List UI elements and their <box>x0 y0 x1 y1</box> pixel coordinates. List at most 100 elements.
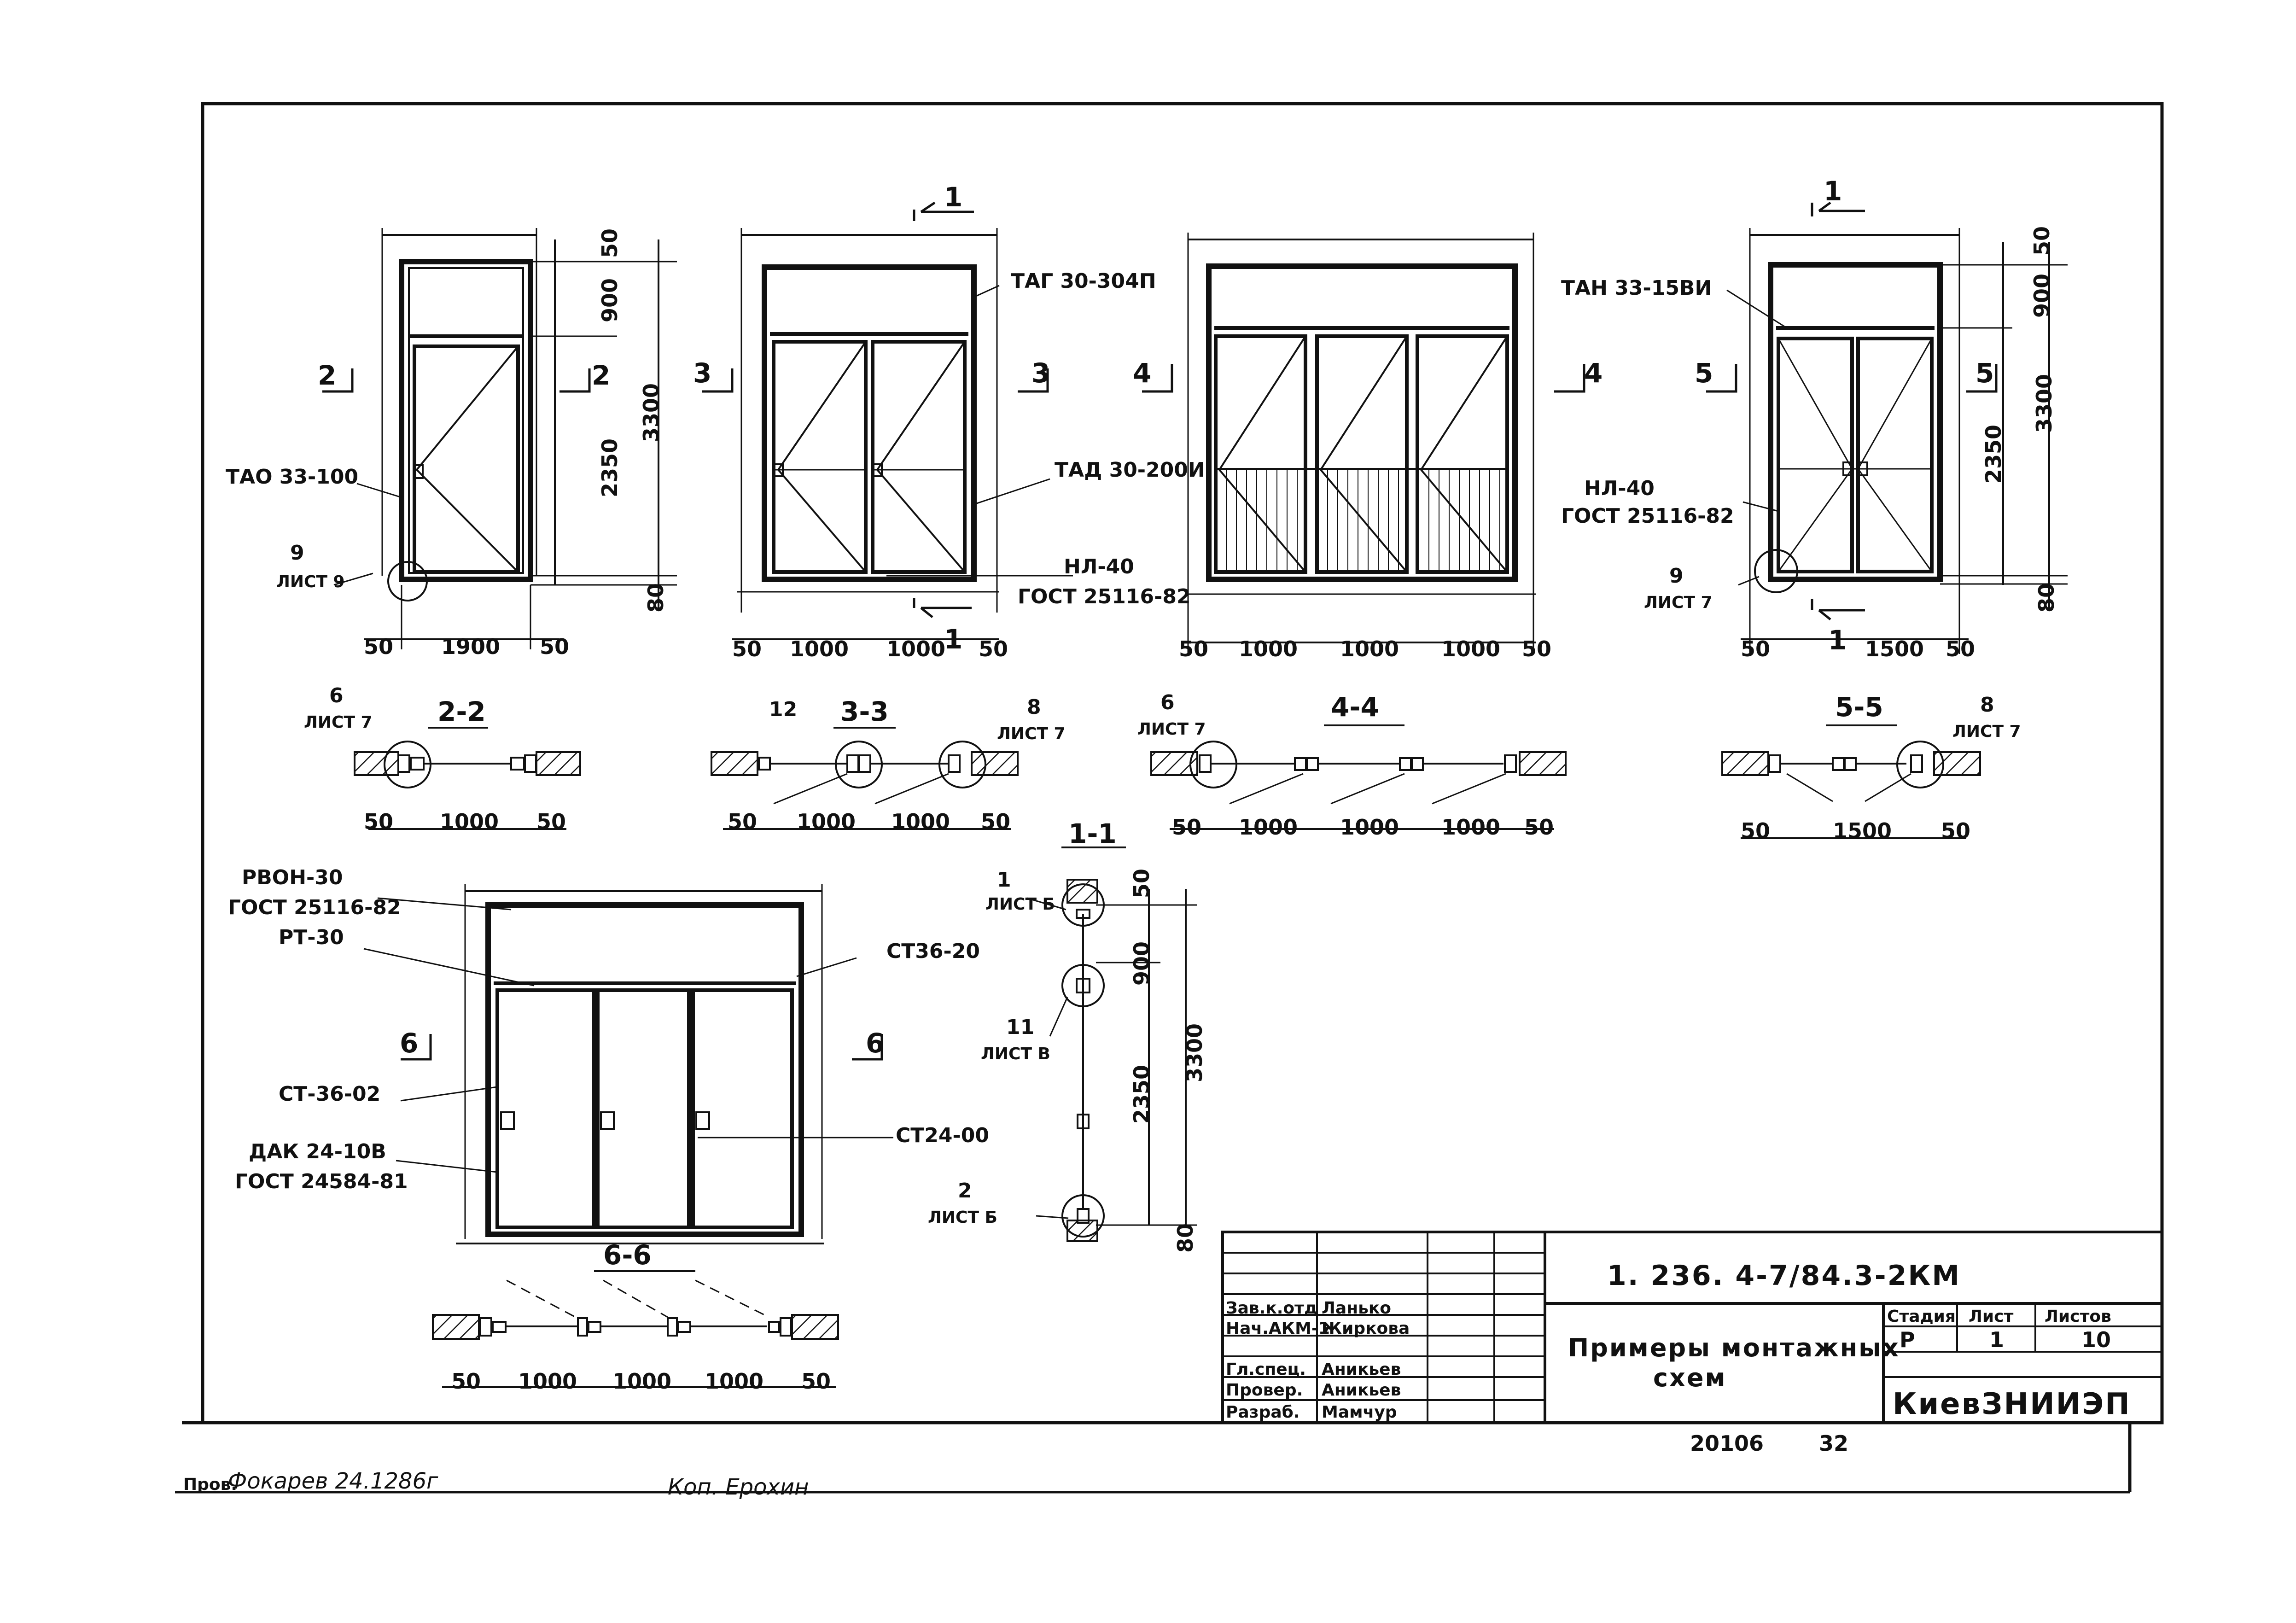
section-4-4-callout-num: 6 <box>1160 691 1175 714</box>
section-3-3-callout-8-sheet: ЛИСТ 7 <box>997 724 1066 743</box>
section-3-3-title: 3-3 <box>840 696 889 727</box>
elev4-dim-1: 1500 <box>1865 636 1924 661</box>
section-6-6-title: 6-6 <box>603 1239 652 1271</box>
elevation-2 <box>702 201 1073 640</box>
elev2-dim-1: 1000 <box>790 636 849 661</box>
elev6-label-st24-00: СТ24-00 <box>896 1124 989 1147</box>
elev6-label-rvon: РВОН-30 <box>242 866 343 889</box>
section-1-1-callout-1-num: 1 <box>997 868 1011 892</box>
stamp-row-1-role: Нач.АКМ-1 <box>1226 1319 1330 1338</box>
stamp-sheets-value: 10 <box>2081 1327 2111 1352</box>
section-2-2-title: 2-2 <box>437 696 486 727</box>
elev1-section-mark-right: 2 <box>592 360 610 391</box>
elev4-label-nl: НЛ-40 <box>1584 477 1655 500</box>
section-1-1 <box>1026 847 1197 1242</box>
elev6-label-st36-20: СТ36-20 <box>886 940 980 963</box>
elev1-callout-sheet: ЛИСТ 9 <box>276 572 345 591</box>
stamp-drawing-code: 1. 236. 4-7/84.3-2КМ <box>1607 1260 1961 1292</box>
section-1-1-dim-50: 50 <box>1129 869 1154 898</box>
stamp-row-1-name: Жиркова <box>1322 1319 1410 1338</box>
elev2-section-mark-left: 3 <box>693 357 711 389</box>
stamp-sheet-header: Лист <box>1969 1307 2013 1326</box>
elev3-dim-4: 50 <box>1522 636 1551 661</box>
elev4-dim-top-50: 50 <box>2029 226 2054 256</box>
section-1-1-callout-11-num: 11 <box>1006 1016 1034 1039</box>
stamp-row-3-name: Аникьев <box>1322 1360 1401 1379</box>
section-2-2-callout-num: 6 <box>329 684 344 707</box>
elev1-dim-80: 80 <box>643 583 668 613</box>
stamp-row-0-role: Зав.к.отд <box>1226 1299 1317 1318</box>
section-4-4 <box>1150 724 1567 830</box>
elev6-label-dak-gost: ГОСТ 24584-81 <box>235 1170 408 1193</box>
elev4-cut-mark-bottom: 1 <box>1828 625 1847 656</box>
section-6-6-dim-3: 1000 <box>705 1369 763 1394</box>
stamp-title-line2: схем <box>1653 1363 1727 1392</box>
archive-page: 32 <box>1819 1431 1848 1456</box>
stamp-row-4-role: Провер. <box>1226 1381 1303 1400</box>
elev4-cut-mark-top: 1 <box>1824 175 1842 207</box>
stamp-sheets-header: Листов <box>2045 1307 2111 1326</box>
stamp-row-0-name: Ланько <box>1322 1299 1391 1318</box>
section-5-5-callout-sheet: ЛИСТ 7 <box>1952 722 2021 741</box>
elev2-section-mark-right: 3 <box>1031 357 1050 389</box>
section-3-3-callout-8-num: 8 <box>1027 695 1041 719</box>
elevation-4 <box>1706 201 2068 654</box>
title-block <box>1221 1231 2163 1424</box>
elev6-section-mark-left: 6 <box>400 1028 418 1059</box>
elev1-dim-900: 900 <box>597 278 622 322</box>
elev4-section-mark-left: 5 <box>1695 357 1713 389</box>
section-4-4-dim-2: 1000 <box>1340 815 1399 840</box>
footer-check-label: Пров. <box>183 1475 237 1494</box>
elev1-dim-width: 1900 <box>441 634 500 659</box>
stamp-row-5-role: Разраб. <box>1226 1403 1300 1422</box>
section-2-2-dim-0: 50 <box>364 809 393 834</box>
section-4-4-dim-4: 50 <box>1524 815 1554 840</box>
elev1-dim-3300: 3300 <box>639 383 664 442</box>
elevation-3 <box>1142 233 1585 654</box>
section-1-1-dim-80: 80 <box>1173 1223 1198 1253</box>
stamp-stage-value: Р <box>1900 1327 1915 1352</box>
elev3-section-mark-left: 4 <box>1133 357 1151 389</box>
section-4-4-dim-1: 1000 <box>1239 815 1298 840</box>
section-1-1-callout-11-sheet: ЛИСТ В <box>981 1045 1050 1063</box>
elev2-cut-mark-top: 1 <box>944 181 962 213</box>
section-5-5-callout-num: 8 <box>1980 693 1994 717</box>
elev6-label-rvon-gost: ГОСТ 25116-82 <box>228 896 401 919</box>
elev3-dim-0: 50 <box>1179 636 1208 661</box>
section-6-6-dim-4: 50 <box>801 1369 831 1394</box>
section-5-5-dim-0: 50 <box>1741 818 1770 843</box>
section-2-2-dim-1: 1000 <box>440 809 499 834</box>
section-2-2-dim-2: 50 <box>536 809 566 834</box>
elev1-dim-left-50: 50 <box>364 634 393 659</box>
elev6-section-mark-right: 6 <box>866 1028 884 1059</box>
section-3-3-callout-12: 12 <box>769 698 797 721</box>
archive-number: 20106 <box>1690 1431 1764 1456</box>
elev3-dim-1: 1000 <box>1239 636 1298 661</box>
elev6-label-dak: ДАК 24-10В <box>249 1140 386 1163</box>
elev3-dim-2: 1000 <box>1340 636 1399 661</box>
elev4-label-nl-gost: ГОСТ 25116-82 <box>1561 504 1734 528</box>
elev4-dim-2350: 2350 <box>1981 425 2006 484</box>
elev2-dim-3: 50 <box>979 636 1008 661</box>
section-1-1-dim-3300: 3300 <box>1182 1023 1207 1082</box>
section-3-3-dim-3: 50 <box>981 809 1010 834</box>
elev4-dim-900: 900 <box>2029 274 2054 318</box>
stamp-title-line1: Примеры монтажных <box>1568 1333 1900 1362</box>
section-3-3 <box>711 727 1019 830</box>
section-6-6-dim-2: 1000 <box>612 1369 671 1394</box>
elev3-section-mark-right: 4 <box>1584 357 1603 389</box>
elev4-dim-2: 50 <box>1946 636 1975 661</box>
elev1-section-mark-left: 2 <box>318 360 336 391</box>
stamp-organization: КиевЗНИИЭП <box>1893 1387 2131 1421</box>
section-1-1-callout-1-sheet: ЛИСТ Б <box>985 895 1055 914</box>
section-1-1-title: 1-1 <box>1068 818 1117 849</box>
section-5-5-title: 5-5 <box>1835 691 1883 723</box>
elev4-callout-sheet: ЛИСТ 7 <box>1644 593 1713 612</box>
section-2-2 <box>354 727 581 830</box>
elev2-label-tad: ТАД 30-200И <box>1055 458 1205 482</box>
stamp-row-4-name: Аникьев <box>1322 1381 1401 1400</box>
section-4-4-dim-3: 1000 <box>1441 815 1500 840</box>
section-1-1-callout-2-num: 2 <box>958 1179 972 1203</box>
elevation-6 <box>363 884 893 1272</box>
stamp-row-3-role: Гл.спец. <box>1226 1360 1306 1379</box>
